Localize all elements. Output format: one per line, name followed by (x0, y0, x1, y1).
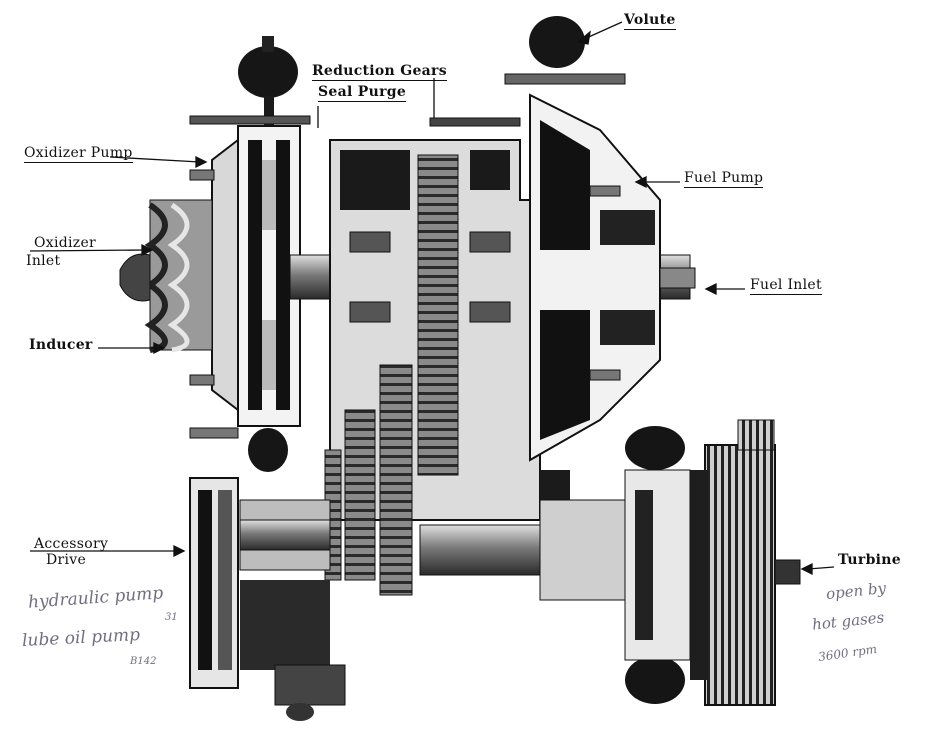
oxidizer-pump-assembly (119, 36, 311, 472)
oxidizer-pump-arrow (109, 156, 201, 163)
label-turbine: Turbine (838, 552, 901, 568)
reduction-gearbox (324, 117, 541, 596)
label-seal-purge: Seal Purge (318, 84, 407, 102)
turbine-assembly (419, 419, 801, 706)
label-accessory-drive-line1: Accessory (34, 536, 109, 552)
label-oxidizer-pump: Oxidizer Pump (24, 145, 133, 163)
label-accessory-drive: Accessory Drive (34, 537, 108, 568)
label-oxidizer-inlet-line2: Inlet (26, 253, 61, 269)
handwritten-mark-b142: B142 (130, 656, 157, 667)
label-volute: Volute (624, 12, 676, 30)
accessory-drive-assembly (189, 477, 346, 721)
fuel-pump-assembly (504, 16, 696, 505)
oxidizer-inlet-arrow (29, 249, 147, 252)
label-fuel-inlet: Fuel Inlet (750, 277, 822, 295)
handwritten-mark-31: 31 (165, 612, 178, 623)
label-oxidizer-inlet-line1: Oxidizer (34, 235, 97, 251)
label-reduction-gears: Reduction Gears (312, 63, 447, 81)
label-inducer: Inducer (29, 337, 93, 353)
leader-lines (29, 21, 835, 576)
label-oxidizer-inlet: Oxidizer Inlet (26, 235, 97, 269)
label-accessory-drive-line2: Drive (46, 552, 87, 568)
label-fuel-pump: Fuel Pump (684, 170, 764, 188)
